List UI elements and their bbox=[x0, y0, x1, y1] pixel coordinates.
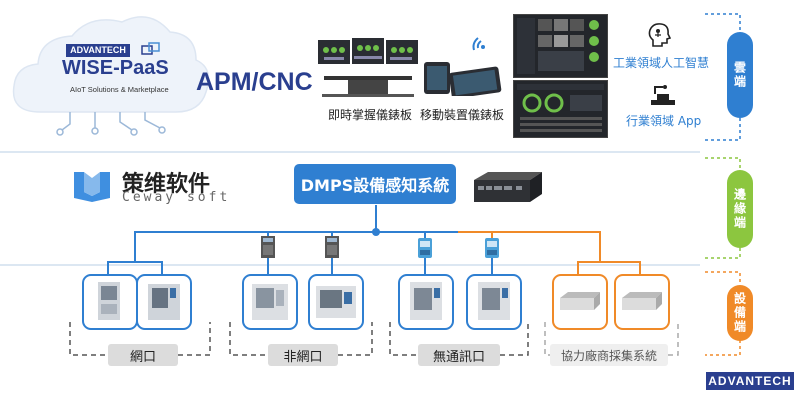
advantech-footer-logo: ADVANTECH bbox=[706, 372, 794, 390]
machine-robot-icon bbox=[649, 84, 677, 106]
edge-bracket-top bbox=[705, 157, 741, 170]
mobile-dashboard-label: 移動裝置儀錶板 bbox=[420, 108, 505, 122]
cloud-shape bbox=[12, 16, 210, 113]
group4-dash-right bbox=[668, 322, 679, 356]
dmps-system-box: DMPS設備感知系統 bbox=[294, 164, 456, 204]
dashboard-screenshot-2 bbox=[513, 80, 608, 138]
io-module-1 bbox=[417, 237, 433, 259]
cloud-bracket-top bbox=[705, 13, 741, 30]
orange-bus bbox=[458, 231, 601, 262]
network-switch-2 bbox=[324, 235, 340, 259]
thirdparty-device-2 bbox=[614, 274, 670, 330]
wise-paas-title: WISE-PaaS bbox=[62, 57, 169, 79]
cnc-machine-2 bbox=[136, 274, 192, 330]
group3-dash-left bbox=[389, 322, 418, 356]
group4-branch bbox=[577, 261, 641, 278]
tier-pill-edge: 邊緣端 bbox=[727, 170, 753, 248]
ceway-logo-icon bbox=[72, 168, 112, 202]
advantech-mini-logo: ADVANTECH bbox=[66, 44, 130, 57]
ai-head-icon bbox=[647, 22, 671, 48]
thirdparty-device-1 bbox=[552, 274, 608, 330]
dashboard-screenshot-1 bbox=[513, 14, 608, 78]
realtime-dashboard-label: 即時掌握儀錶板 bbox=[328, 108, 413, 122]
device-bracket-top bbox=[705, 271, 741, 285]
group2-dash-right bbox=[338, 322, 373, 356]
group-label-no-comm: 無通訊口 bbox=[418, 344, 500, 366]
apm-cnc-label: APM/CNC bbox=[196, 68, 313, 96]
group1-dash-right bbox=[178, 322, 211, 356]
mobile-dashboard-image bbox=[422, 56, 502, 96]
industry-ai-label: 工業領域人工智慧 bbox=[613, 56, 710, 70]
group-label-non-ethernet: 非網口 bbox=[268, 344, 338, 366]
group-label-ethernet: 網口 bbox=[108, 344, 178, 366]
group2-dash-left bbox=[229, 322, 268, 356]
group1-dash-left bbox=[69, 322, 108, 356]
wise-paas-icon bbox=[140, 42, 162, 60]
cnc-machine-1 bbox=[82, 274, 138, 330]
io-module-2 bbox=[484, 237, 500, 259]
industry-app-label: 行業領域 App bbox=[626, 114, 702, 128]
realtime-dashboard-image bbox=[318, 36, 418, 102]
cnc-machine-3 bbox=[242, 274, 298, 330]
tier-pill-device: 設備端 bbox=[727, 285, 753, 341]
group1-branch bbox=[107, 261, 163, 278]
edge-bracket-bottom bbox=[705, 248, 741, 259]
cloud-bracket-bottom bbox=[705, 118, 741, 141]
wise-paas-logo: ADVANTECH WISE-PaaS AIoT Solutions & Mar… bbox=[58, 42, 182, 104]
tier-pill-cloud: 雲端 bbox=[727, 32, 753, 118]
group4-dash-left bbox=[544, 322, 550, 356]
group3-dash-right bbox=[500, 322, 529, 356]
edge-gateway-device bbox=[470, 168, 544, 206]
network-switch-1 bbox=[260, 235, 276, 259]
device-bracket-bottom bbox=[705, 340, 741, 356]
wise-paas-subtitle: AIoT Solutions & Marketplace bbox=[70, 85, 169, 94]
cloud-circuit-traces bbox=[56, 112, 166, 136]
wifi-icon bbox=[470, 32, 492, 54]
cnc-machine-4 bbox=[308, 274, 364, 330]
company-name-cn: 策维软件 bbox=[122, 172, 211, 197]
company-name-en: Ceway soft bbox=[122, 190, 231, 205]
group-label-thirdparty: 協力廠商採集系統 bbox=[550, 344, 668, 366]
main-bus bbox=[134, 231, 601, 262]
cnc-machine-5 bbox=[398, 274, 454, 330]
cnc-machine-6 bbox=[466, 274, 522, 330]
